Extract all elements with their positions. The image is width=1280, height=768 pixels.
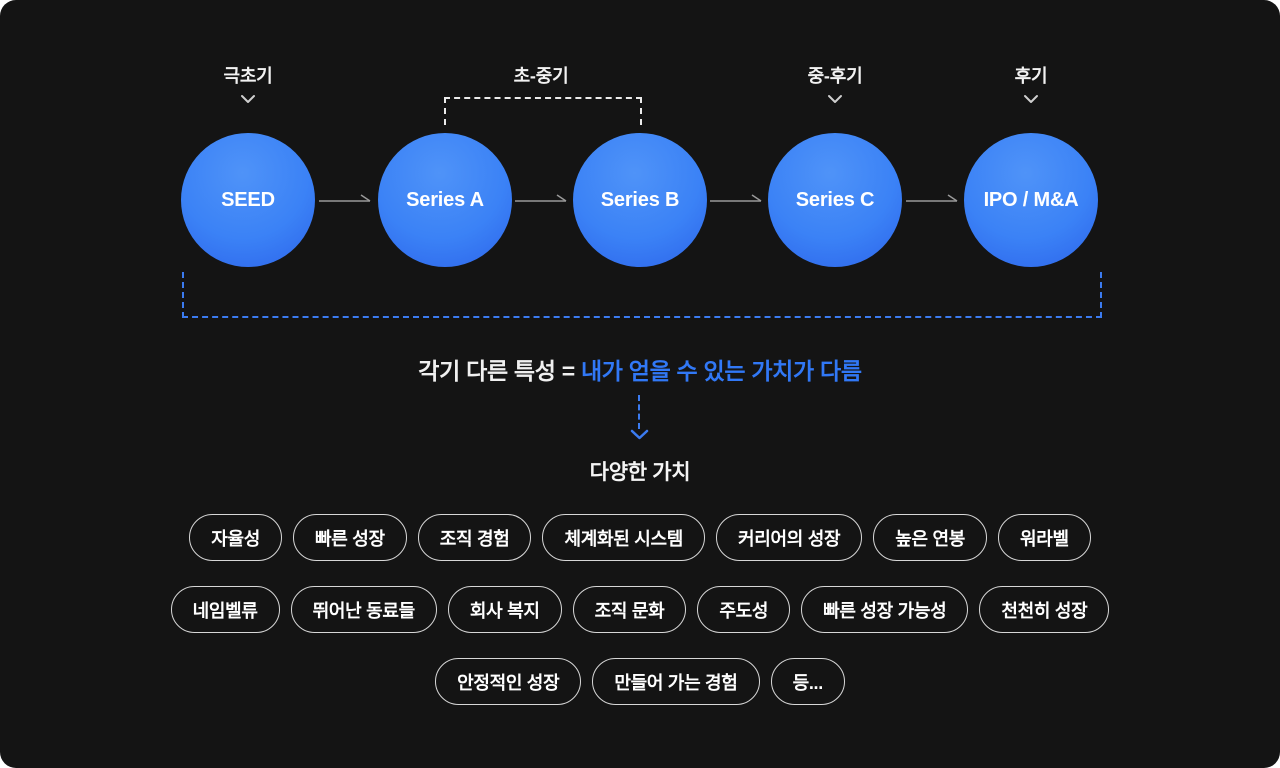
phase-label-early-mid: 초-중기	[513, 66, 569, 86]
value-pill: 만들어 가는 경험	[592, 658, 760, 705]
value-pill: 안정적인 성장	[435, 658, 582, 705]
value-pill: 조직 문화	[572, 586, 687, 633]
value-pill: 높은 연봉	[873, 514, 988, 561]
value-pill: 워라벨	[998, 514, 1091, 561]
value-pill: 커리어의 성장	[716, 514, 863, 561]
value-pill: 체계화된 시스템	[542, 514, 705, 561]
stage-circle-series-c: Series C	[768, 133, 902, 267]
arrow-right-icon	[515, 194, 567, 202]
value-pill: 네임벨류	[170, 586, 280, 633]
stage-circle-series-b: Series B	[573, 133, 707, 267]
value-pill: 자율성	[189, 514, 282, 561]
equation-prefix: 각기 다른 특성 =	[418, 358, 581, 384]
arrow-right-icon	[319, 194, 371, 202]
phase-label-pre-seed: 극초기	[223, 66, 273, 86]
value-pill: 뛰어난 동료들	[290, 586, 437, 633]
equation-text: 각기 다른 특성 = 내가 얻을 수 있는 가치가 다름	[0, 352, 1280, 386]
value-pills: 자율성 빠른 성장 조직 경험 체계화된 시스템 커리어의 성장 높은 연봉 워…	[0, 514, 1280, 705]
equation-highlight: 내가 얻을 수 있는 가치가 다름	[580, 358, 862, 384]
arrow-right-icon	[710, 194, 762, 202]
stage-circle-series-a: Series A	[378, 133, 512, 267]
value-pill: 빠른 성장 가능성	[801, 586, 969, 633]
value-pill: 회사 복지	[447, 586, 562, 633]
phase-label-late: 후기	[1014, 66, 1048, 86]
chevron-down-icon	[1024, 95, 1038, 103]
stage-range-bracket	[444, 97, 642, 125]
stage-circle-seed: SEED	[181, 133, 315, 267]
pill-row-1: 자율성 빠른 성장 조직 경험 체계화된 시스템 커리어의 성장 높은 연봉 워…	[189, 514, 1091, 561]
stage-circle-ipo-ma: IPO / M&A	[964, 133, 1098, 267]
value-pill: 조직 경험	[417, 514, 532, 561]
chevron-down-icon	[828, 95, 842, 103]
values-title: 다양한 가치	[589, 461, 691, 484]
arrow-right-icon	[906, 194, 958, 202]
arrow-down-icon	[630, 429, 649, 440]
phase-label-mid-late: 중-후기	[807, 66, 863, 86]
arrow-down-dashed-line	[638, 395, 640, 429]
chevron-down-icon	[241, 95, 255, 103]
value-pill: 주도성	[697, 586, 791, 633]
value-pill: 등...	[770, 658, 845, 705]
stages-group-bracket	[182, 272, 1102, 318]
pill-row-2: 네임벨류 뛰어난 동료들 회사 복지 조직 문화 주도성 빠른 성장 가능성 천…	[170, 586, 1110, 633]
pill-row-3: 안정적인 성장 만들어 가는 경험 등...	[435, 658, 845, 705]
value-pill: 천천히 성장	[979, 586, 1110, 633]
value-pill: 빠른 성장	[292, 514, 407, 561]
